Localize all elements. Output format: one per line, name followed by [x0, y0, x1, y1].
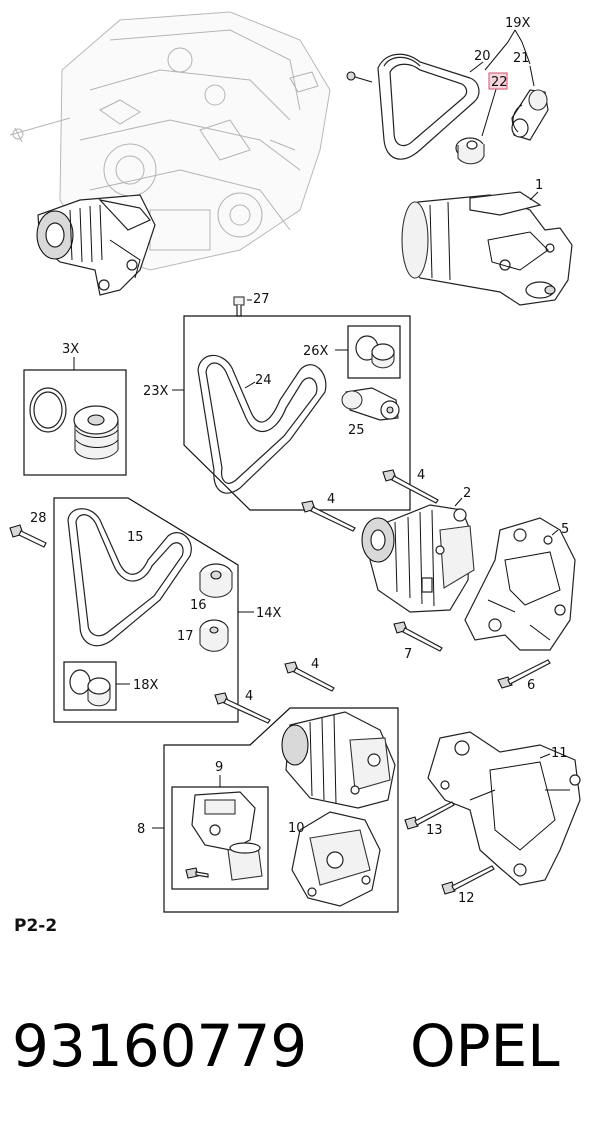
callout-22[interactable]: 22	[491, 75, 508, 90]
bolt-top-left	[346, 71, 373, 83]
callout-3x[interactable]: 3X	[62, 342, 79, 357]
callout-13[interactable]: 13	[426, 823, 443, 838]
starter-motor-1	[401, 191, 573, 306]
callout-11[interactable]: 11	[551, 746, 568, 761]
callout-18x[interactable]: 18X	[133, 678, 159, 693]
alternator-8	[281, 711, 396, 809]
bolt-4b	[301, 500, 356, 532]
bolt-4d	[214, 692, 271, 724]
callout-24[interactable]: 24	[255, 373, 272, 388]
bolt-6	[497, 659, 551, 689]
leader-19x	[484, 29, 531, 71]
bolt-7	[393, 621, 443, 652]
callout-4b[interactable]: 4	[327, 492, 335, 507]
box-3x	[23, 369, 127, 476]
callout-8[interactable]: 8	[137, 822, 145, 837]
callout-12[interactable]: 12	[458, 891, 475, 906]
callout-7[interactable]: 7	[404, 647, 412, 662]
callout-20[interactable]: 20	[474, 49, 491, 64]
idler-16	[199, 563, 233, 598]
leader-21	[529, 65, 535, 87]
belt-24	[197, 354, 327, 494]
callout-9[interactable]: 9	[215, 760, 223, 775]
regulator-9	[185, 791, 263, 881]
bolt-27	[233, 296, 245, 317]
callout-17[interactable]: 17	[177, 629, 194, 644]
part-number: 93160779	[12, 1012, 307, 1080]
bracket-5	[464, 517, 576, 651]
leader-5	[551, 529, 559, 536]
belt-15	[67, 508, 192, 647]
callout-28[interactable]: 28	[30, 511, 47, 526]
alternator-2	[361, 504, 475, 613]
callout-25[interactable]: 25	[348, 423, 365, 438]
box-26x	[347, 325, 401, 379]
leader-20	[469, 61, 484, 73]
callout-10[interactable]: 10	[288, 821, 305, 836]
callout-16[interactable]: 16	[190, 598, 207, 613]
box-23x	[183, 315, 411, 511]
seal-26x	[355, 335, 395, 369]
callout-5[interactable]: 5	[561, 522, 569, 537]
tensioner-25	[341, 387, 400, 421]
callout-6[interactable]: 6	[527, 678, 535, 693]
pulley-3x	[29, 387, 119, 460]
bolt-13	[404, 801, 455, 830]
callout-4d[interactable]: 4	[245, 689, 253, 704]
pulley-18x	[69, 669, 111, 707]
bolt-28	[9, 524, 47, 548]
bolt-4a	[382, 469, 439, 504]
brand-name: OPEL	[410, 1012, 560, 1080]
box-14x	[53, 497, 239, 723]
leader-24	[244, 381, 256, 389]
belt-kit-19x	[377, 53, 480, 160]
callout-4a[interactable]: 4	[417, 468, 425, 483]
callout-27[interactable]: 27	[253, 292, 270, 307]
box-8	[163, 707, 399, 913]
leader-11	[539, 753, 551, 759]
bolt-4c	[284, 661, 335, 692]
callout-4c[interactable]: 4	[311, 657, 319, 672]
tensioner-21	[511, 89, 549, 141]
callout-14x[interactable]: 14X	[256, 606, 282, 621]
box-18x	[63, 661, 117, 711]
leader-22	[481, 85, 498, 137]
engine-alternator-highlight	[36, 194, 156, 296]
bolt-12	[441, 865, 495, 895]
callout-19x[interactable]: 19X	[505, 16, 531, 31]
callout-26x[interactable]: 26X	[303, 344, 329, 359]
rectifier-10	[291, 811, 381, 907]
callout-15[interactable]: 15	[127, 530, 144, 545]
callout-23x[interactable]: 23X	[143, 384, 169, 399]
highlight-box-22	[488, 72, 508, 90]
idler-17	[199, 619, 229, 652]
leader-1	[529, 191, 539, 201]
callout-1[interactable]: 1	[535, 178, 543, 193]
page-reference: P2-2	[14, 916, 57, 936]
callout-2[interactable]: 2	[463, 486, 471, 501]
leader-2	[454, 497, 463, 507]
idler-pulley-22	[455, 137, 485, 165]
callout-21[interactable]: 21	[513, 51, 530, 66]
